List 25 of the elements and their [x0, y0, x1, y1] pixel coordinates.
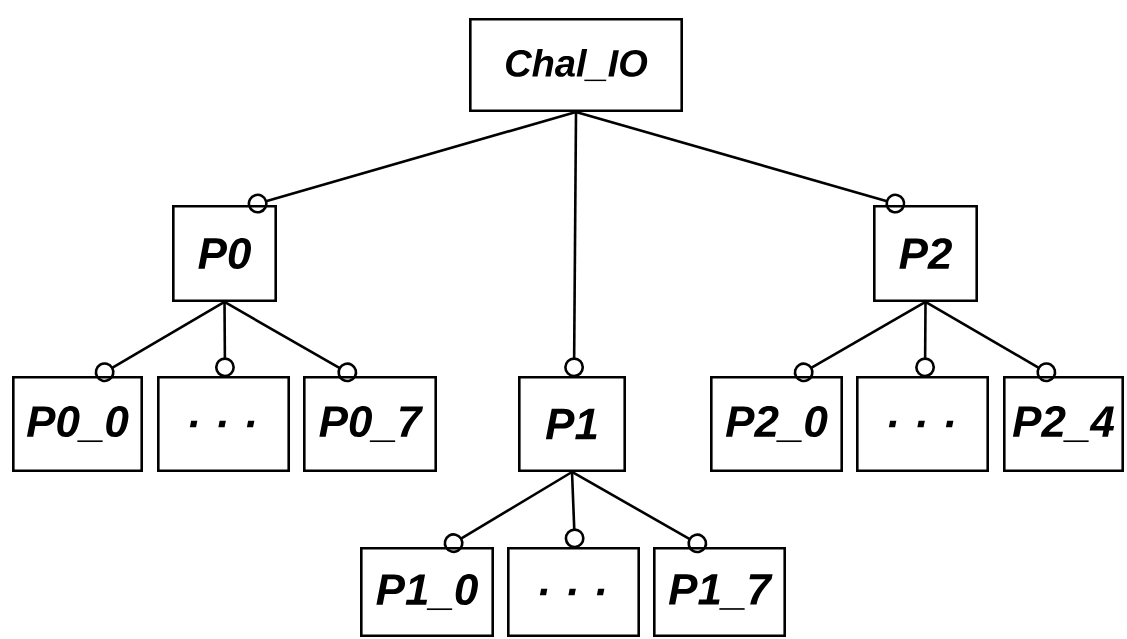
process-box: P0_7 [303, 376, 437, 472]
process-box: P1 [518, 376, 626, 472]
connector [915, 302, 936, 378]
connector [94, 300, 226, 383]
process-box: P2_0 [710, 376, 843, 472]
process-box: . . . [856, 376, 989, 472]
connector [443, 470, 573, 554]
connector [223, 300, 358, 383]
connector [564, 471, 585, 549]
process-box: P2 [873, 205, 978, 302]
connector [564, 111, 585, 378]
process-box: . . . [157, 376, 290, 472]
process-box: Chal_IO [469, 18, 683, 112]
process-box: P0 [172, 205, 277, 302]
process-box: P2_4 [1003, 376, 1124, 472]
process-box: . . . [507, 547, 640, 637]
connector [247, 110, 577, 214]
process-box: P0_0 [12, 376, 143, 472]
process-box: P1_7 [653, 547, 786, 637]
connector [214, 302, 235, 378]
connector [575, 110, 906, 214]
connector [793, 300, 927, 383]
connector [571, 470, 708, 554]
process-box: P1_0 [360, 547, 494, 637]
connector [924, 300, 1057, 383]
